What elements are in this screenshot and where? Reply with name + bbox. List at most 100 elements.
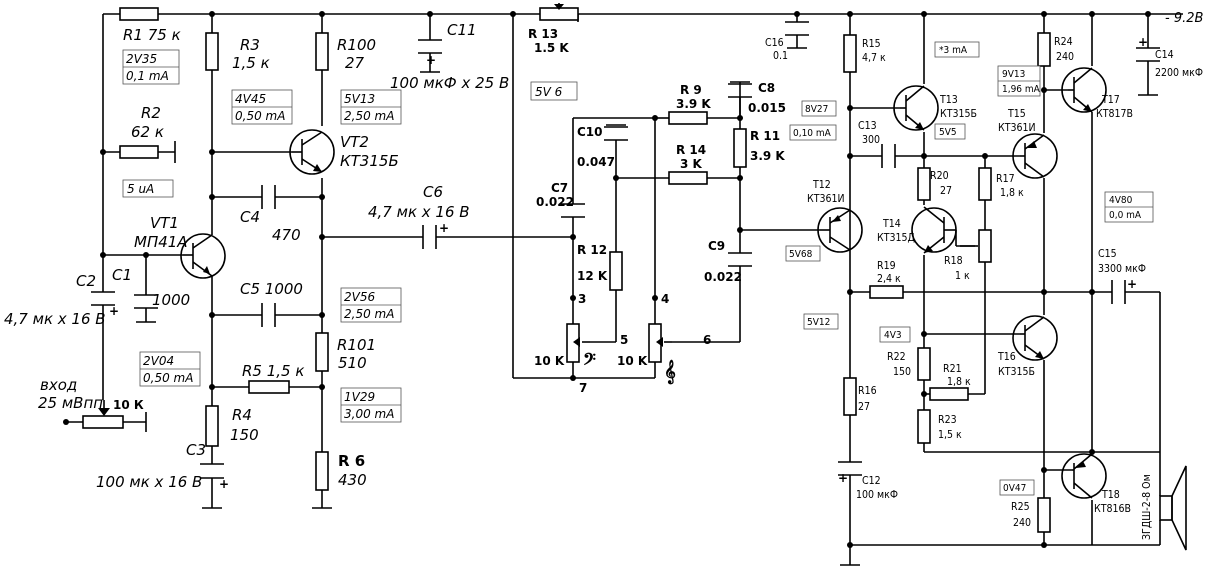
label-speaker: ЗГДШ-2-8 Ом [1141,474,1153,540]
transistor-T18 [1061,453,1107,499]
label-VT1-type: МП41А [134,233,188,251]
measure-0-1ma: 0,1 mA [126,69,169,83]
label-C8-val: 0.015 [748,101,786,115]
label-R15-name: R15 [862,38,881,50]
label-C13-val: 300 [862,134,880,146]
resistor-R19 [869,285,904,299]
svg-text:+: + [109,304,119,318]
label-C10-name: C10 [577,125,603,139]
resistor-R25 [1037,497,1051,533]
measure-0-10ma: 0,10 mA [793,128,832,139]
label-C2-name: C2 [76,272,96,290]
resistor-R16 [843,377,857,416]
label-C10-val: 0.047 [577,155,615,169]
resistor-R6 [315,451,329,491]
label-R22-name: R22 [887,351,906,363]
resistor-R24 [1037,32,1051,67]
label-R6-name: R 6 [338,452,365,470]
transistor-T14 [911,206,975,254]
label-R24-val: 240 [1056,51,1074,63]
resistor-R22 [917,347,931,381]
resistor-R21 [929,387,969,401]
label-R18-name: R18 [944,255,963,267]
svg-text:+: + [1138,35,1148,49]
label-R19-val: 2,4 к [877,273,901,285]
measure-2v04: 2V04 [143,354,174,368]
resistor-R11 [733,128,747,168]
measure-5v12: 5V12 [807,317,830,328]
resistor-R15 [843,34,857,73]
label-R6-val: 430 [338,471,367,489]
svg-text:+: + [439,221,449,235]
label-C3-name: C3 [186,441,206,459]
bass-clef-icon: 𝄢 [583,349,596,373]
resistor-R14 [668,171,708,185]
label-T17-type: КТ817В [1096,108,1133,120]
label-treble-pot: 10 K [617,354,648,368]
label-C1-name: C1 [112,266,132,284]
measure-5v5: 5V5 [939,127,957,138]
label-R16-val: 27 [858,401,870,413]
label-T16-type: КТ315Б [998,366,1035,378]
polarity-marks: + + + + + + + [109,35,1148,491]
label-C11-name: C11 [447,21,477,39]
label-input-amplitude: 25 мВпп [38,394,103,412]
label-VT2-type: КТ315Б [340,152,399,170]
capacitors [91,21,1160,479]
label-C16-val: 0.1 [773,50,788,62]
label-R25-name: R25 [1011,501,1030,513]
label-C5: C5 1000 [240,280,303,298]
resistor-R17 [978,167,992,201]
transistors [180,67,1107,499]
node-7: 7 [579,381,587,395]
measure-5v13: 5V13 [344,92,375,106]
label-T14-type: КТ315Д [877,232,915,244]
measure-0-0ma: 0,0 mA [1109,210,1142,221]
resistor-R23 [917,409,931,444]
label-C6-val: 4,7 мк х 16 В [368,203,470,221]
label-C14-name: C14 [1155,49,1174,61]
label-R12-name: R 12 [577,243,607,257]
resistor-R5 [248,380,290,394]
label-R14-name: R 14 [676,143,706,157]
measure-4v45: 4V45 [235,92,266,106]
transistor-VT2 [289,129,335,175]
speaker-icon [1159,465,1187,551]
label-C2-val: 4,7 мк х 16 В [4,310,106,328]
label-C7-name: C7 [551,181,568,195]
label-C7-val: 0.022 [536,195,574,209]
node-4: 4 [661,292,669,306]
resistor-R2 [119,145,159,159]
label-R24-name: R24 [1054,36,1073,48]
label-C9-name: C9 [708,239,725,253]
label-C4-name: C4 [240,208,260,226]
label-R14-val: 3 K [680,157,703,171]
tone-wires [512,14,820,379]
label-R9-name: R 9 [680,83,702,97]
label-R21-name: R21 [943,363,962,375]
label-T18-name: T18 [1101,489,1120,501]
label-T17-name: T17 [1101,94,1120,106]
measure-1v29: 1V29 [344,390,375,404]
label-bass-pot: 10 K [534,354,565,368]
label-R15-val: 4,7 к [862,52,886,64]
svg-text:+: + [426,53,436,67]
label-R101-name: R101 [337,336,376,354]
transistor-T15 [1012,133,1058,179]
resistor-R12 [609,251,623,291]
label-input: вход [40,376,77,394]
measure-2-50ma: 2,50 mA [344,109,394,123]
svg-text:+: + [1127,277,1137,291]
resistor-R1 [119,7,159,21]
label-VT2-name: VT2 [340,133,369,151]
label-R1: R1 75 к [123,26,181,44]
label-R4-name: R4 [232,406,252,424]
label-C16-name: C16 [765,37,784,49]
label-R9-val: 3.9 K [676,97,711,111]
measure-2v56: 2V56 [344,290,375,304]
label-R3-val: 1,5 к [232,54,270,72]
label-R16-name: R16 [858,385,877,397]
node-3: 3 [578,292,586,306]
label-C12-val: 100 мкФ [856,489,898,501]
